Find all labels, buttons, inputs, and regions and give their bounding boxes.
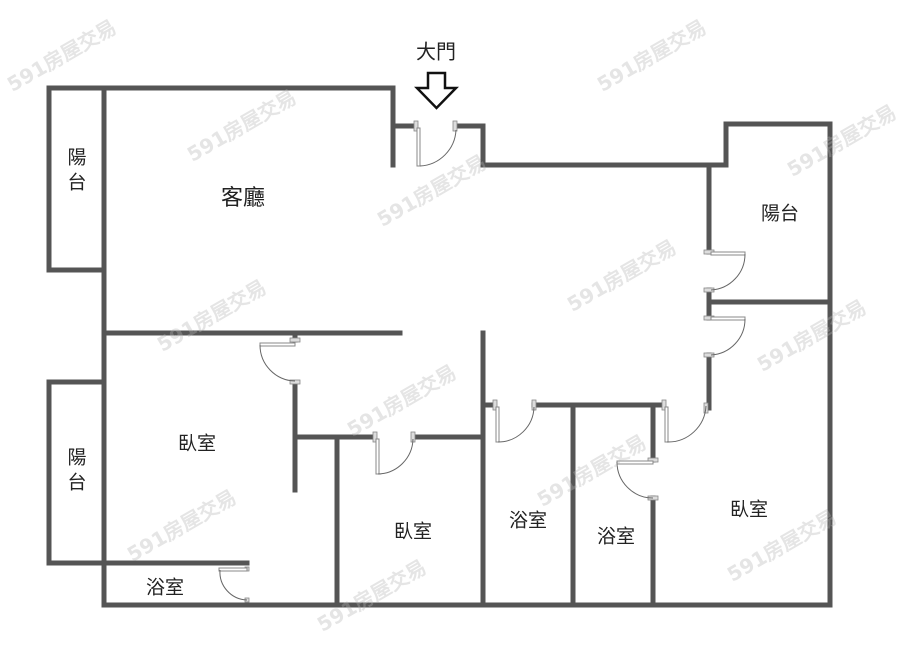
room-label-balcony-right: 陽台 [760,202,800,225]
room-label-balcony-bottom-left: 陽台 [64,447,87,497]
room-label-living-room: 客廳 [220,186,266,211]
bedroom-right-door-upper [703,315,746,358]
room-label-balcony-top-left: 陽台 [64,147,87,197]
room-label-bathroom-left: 浴室 [145,576,185,599]
bathroom-middle-door [492,399,537,443]
room-label-bedroom-middle: 臥室 [393,520,433,543]
bathroom-right-door [616,457,659,501]
room-label-bedroom-right: 臥室 [729,498,769,521]
bedroom-middle-door [372,431,416,475]
bathroom-left-door [218,566,250,603]
room-label-bathroom-right: 浴室 [596,525,636,548]
doors [218,120,746,603]
bedroom-right-door-lower [661,399,709,443]
entrance-label: 大門 [416,39,456,64]
entrance-door [413,120,458,167]
room-label-bathroom-middle: 浴室 [508,509,548,532]
walls [46,85,833,608]
entrance-arrow-icon [414,71,459,110]
bedroom-left-door [259,337,301,385]
room-label-bedroom-left: 臥室 [177,432,217,455]
balcony-door-upper [703,249,746,293]
